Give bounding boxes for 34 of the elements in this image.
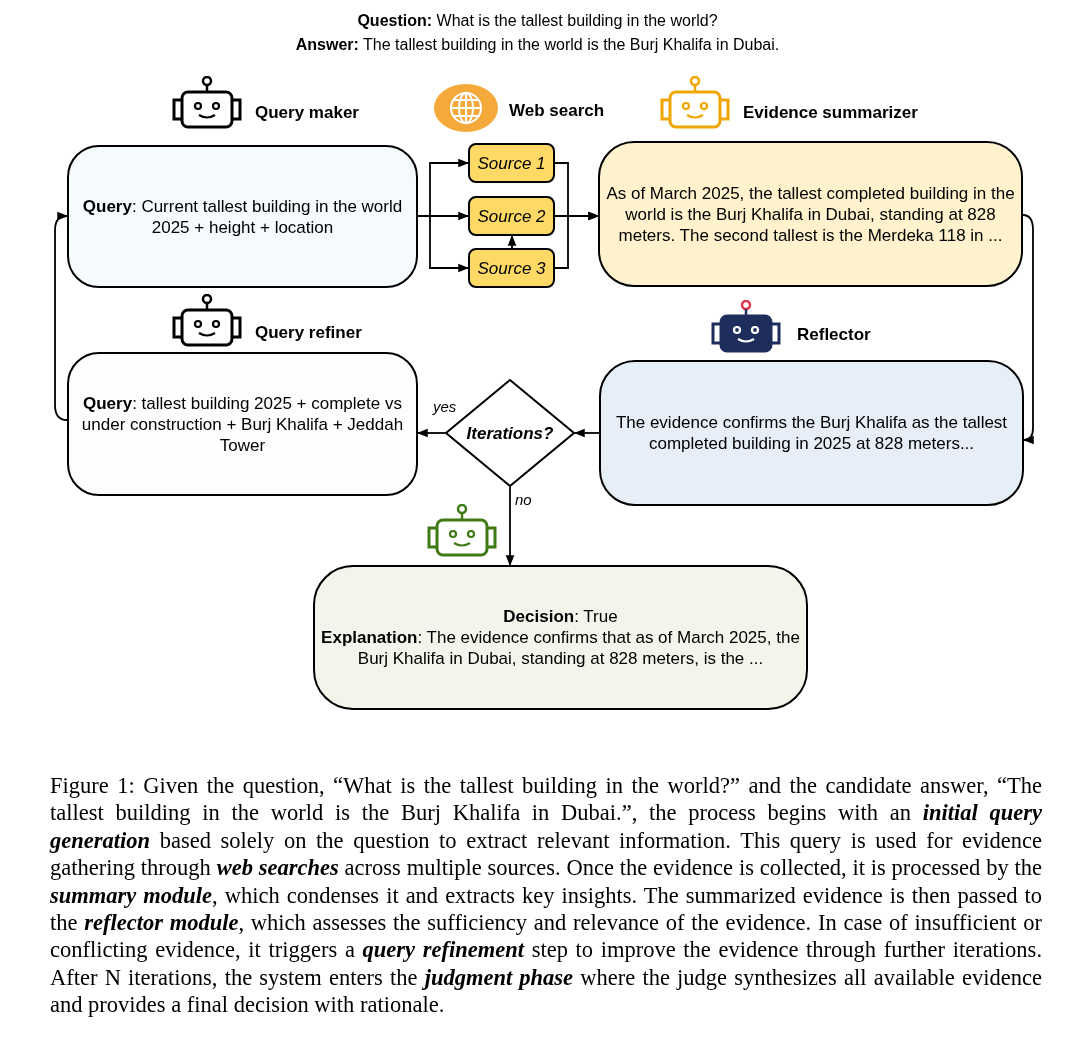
- arrow: [1022, 214, 1034, 444]
- role-label: Reflector: [797, 324, 871, 346]
- node-text: Decision: True: [503, 606, 618, 627]
- arrow: [54, 212, 69, 421]
- role-label: Web search: [509, 100, 605, 122]
- caption: Figure 1: Given the question, “What is the tallest building in the world?” and the candidate answer, “The tallest building in the world is the Burj Khalifa in Dubai.”, the process begins with an initial query generation based solely on the question to extract relevant information. This query is used for evidence gathering through web searches across multiple sources. Once the evidence is collected, it is processed by the summary module, which condenses it and extracts key insights. The summarized evidence is then passed to the reflector module, which assesses the sufficiency and relevance of the evidence. In case of insufficient or conflicting evidence, it triggers a query refinement step to improve the evidence through further iterations. After N iterations, the system enters the judgment phase where the judge synthesizes all available evidence and provides a final decision with rationale.: [50, 772, 1042, 1019]
- node-text: Iterations?: [466, 422, 554, 444]
- node-text: Source 1: [477, 152, 546, 174]
- source-box: [468, 196, 555, 236]
- role-label: Evidence summarizer: [743, 102, 918, 124]
- source-box: [468, 143, 555, 183]
- rounded-box: [67, 352, 418, 496]
- rounded-box: [599, 360, 1024, 506]
- answer-text: Answer: The tallest building in the world is the Burj Khalifa in Dubai.: [294, 35, 781, 55]
- node-text: Explanation: The evidence confirms that as of March 2025, the Burj Khalifa in Dubai, standing at 828 meters, is the ...: [321, 627, 800, 669]
- arrow: [505, 486, 515, 567]
- question-text: Question: What is the tallest building in the world?: [356, 11, 719, 31]
- role-label: Query refiner: [255, 322, 362, 344]
- node-text: Query: tallest building 2025 + complete vs under construction + Burj Khalifa + Jeddah Tower: [80, 392, 405, 456]
- rounded-box: [598, 141, 1023, 287]
- node-text: Source 3: [477, 257, 546, 279]
- node-text: As of March 2025, the tallest completed building in the world is the Burj Khalifa in Dubai, standing at 828 meters. The second tallest is the Merdeka 118 in ...: [606, 182, 1015, 246]
- node-text: The evidence confirms the Burj Khalifa as the tallest completed building in 2025 at 828 meters...: [614, 412, 1009, 454]
- arrow: [416, 428, 446, 438]
- arrow: [573, 428, 600, 438]
- arrow: [554, 211, 600, 269]
- node-text: Source 2: [477, 205, 546, 227]
- arrow: [507, 234, 517, 249]
- arrow: [417, 215, 470, 273]
- role-label: Query maker: [255, 102, 359, 124]
- rounded-box: [313, 565, 808, 710]
- source-box: [468, 248, 555, 288]
- rounded-box: [67, 145, 418, 288]
- node-text: Query: Current tallest building in the world 2025 + height + location: [81, 195, 404, 238]
